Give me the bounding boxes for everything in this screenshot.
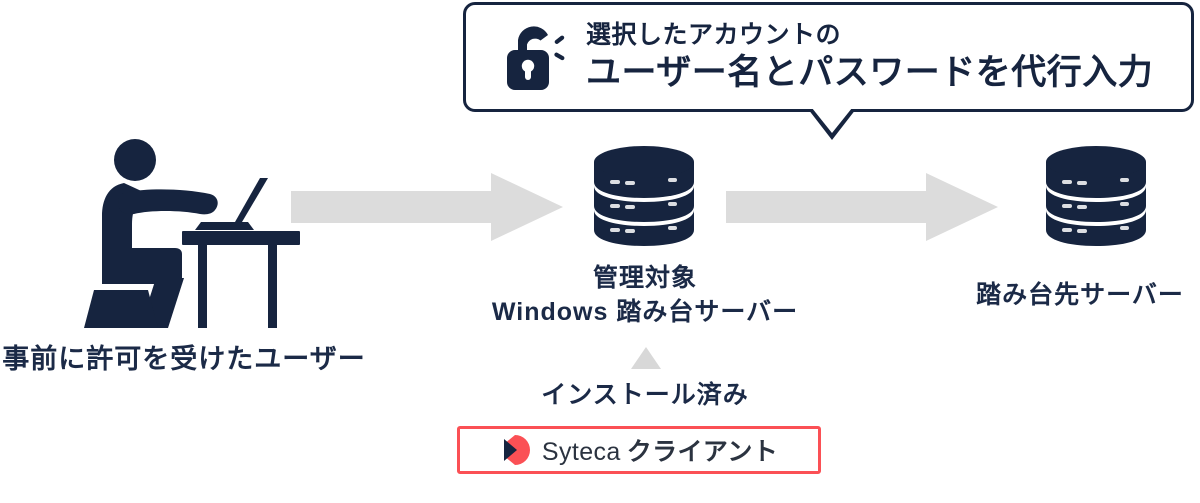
open-padlock-icon	[492, 18, 578, 96]
up-triangle-icon	[631, 347, 661, 369]
label-bastion-line-1: 管理対象	[592, 264, 697, 292]
callout-text-block: 選択したアカウントの ユーザー名とパスワードを代行入力	[586, 20, 1153, 93]
syteca-brand-text: Syteca	[541, 438, 621, 466]
database-server-icon-target	[1040, 140, 1152, 252]
callout-line-2: ユーザー名とパスワードを代行入力	[586, 52, 1154, 92]
arrow-bastion-to-target	[726, 173, 998, 241]
label-bastion-server: 管理対象 Windows 踏み台サーバー	[470, 262, 820, 330]
person-at-laptop-icon	[72, 138, 302, 328]
callout-line-1: 選択したアカウントの	[586, 21, 842, 50]
label-installed: インストール済み	[541, 381, 749, 409]
label-user: 事前に許可を受けたユーザー	[2, 344, 366, 374]
label-bastion-line-2: Windows 踏み台サーバー	[491, 297, 799, 326]
callout-tail-inner	[812, 108, 852, 133]
label-target-server: 踏み台先サーバー	[976, 281, 1184, 309]
arrow-user-to-bastion	[291, 173, 563, 241]
database-server-icon-bastion	[588, 140, 700, 252]
callout-bubble: 選択したアカウントの ユーザー名とパスワードを代行入力	[463, 2, 1194, 112]
syteca-client-suffix-text: クライアント	[626, 438, 779, 466]
syteca-logo-icon	[500, 435, 530, 465]
